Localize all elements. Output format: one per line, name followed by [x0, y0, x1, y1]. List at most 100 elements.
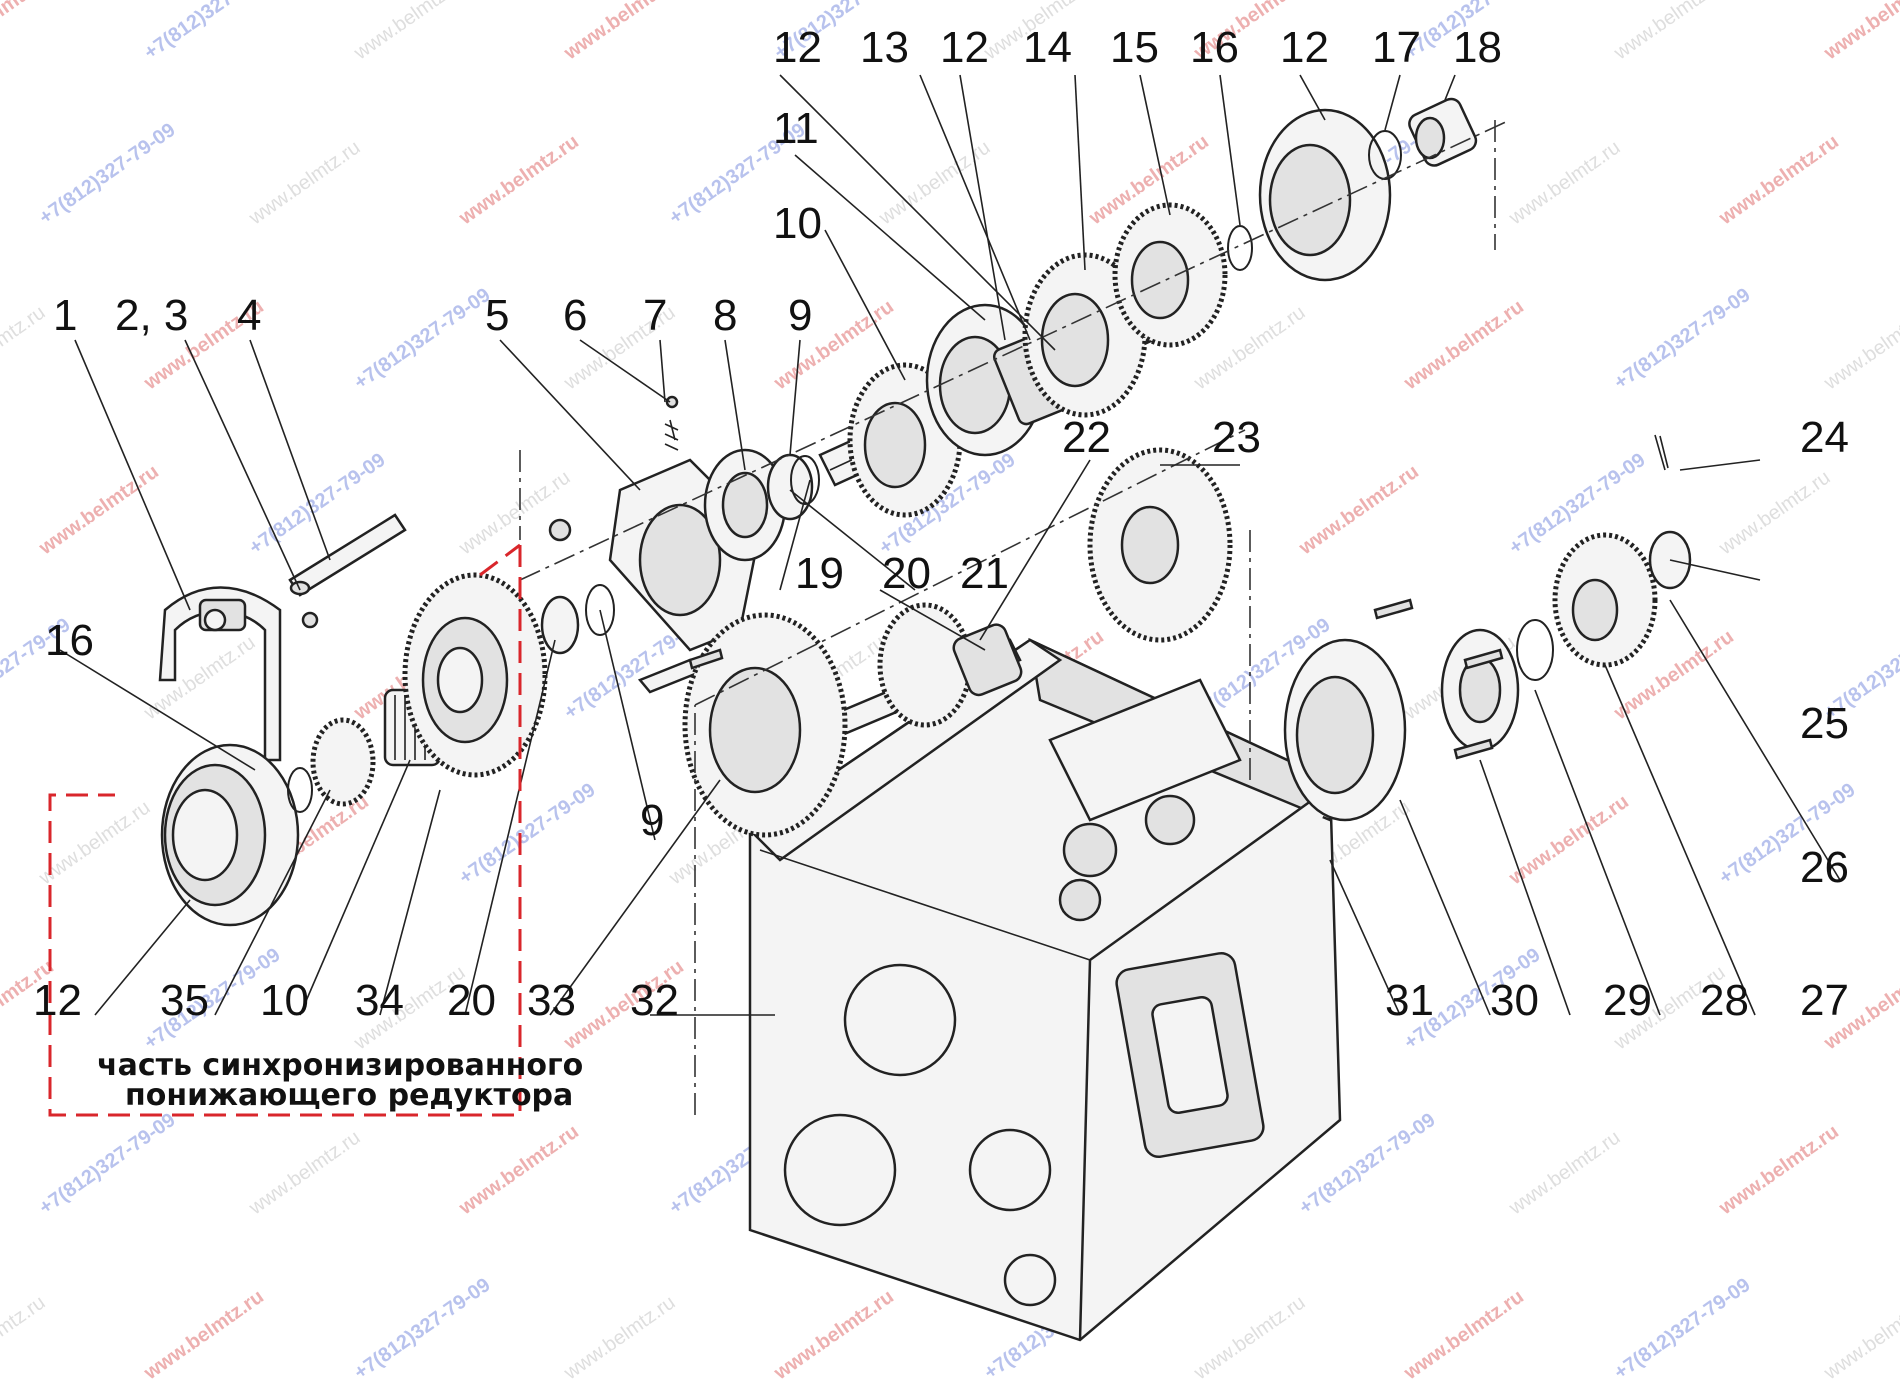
ring-28	[1516, 619, 1554, 681]
callout-label: 9	[640, 796, 664, 845]
retaining-ring-left	[287, 767, 313, 813]
callout-label: 29	[1603, 976, 1652, 1025]
callout-labels: 1 2, 3 4 5 6 7 8 9 10 11 12 13 12 14 15 …	[33, 23, 1849, 1025]
ring-gear-35	[310, 717, 376, 807]
callout-label: 31	[1385, 976, 1434, 1025]
callout-label: 18	[1453, 23, 1502, 72]
watermark-text: www.belmtz.ru	[0, 1291, 49, 1380]
callout-label: 32	[630, 976, 679, 1025]
watermark-text: www.belmtz.ru	[34, 461, 162, 560]
watermark-text: +7(812)327-79-09	[35, 1109, 179, 1219]
leader-lines	[59, 74, 1841, 1016]
callout-label: 17	[1372, 23, 1421, 72]
callout-label: 21	[960, 549, 1009, 598]
bolts	[688, 598, 1504, 760]
callout-label: 9	[788, 291, 812, 340]
watermark-text: www.belmtz.ru	[454, 466, 574, 559]
subassembly-caption-line1: часть синхронизированного	[97, 1048, 583, 1083]
ring-19	[766, 453, 814, 521]
gear-34	[402, 572, 548, 778]
callout-label: 30	[1490, 976, 1539, 1025]
subassembly-caption-line2: понижающего редуктора	[125, 1078, 573, 1113]
watermark-text: www.belmtz.ru	[559, 1291, 679, 1380]
synchronizer-hub-left	[160, 743, 300, 927]
watermark-text: www.belmtz.ru	[1189, 1291, 1309, 1380]
bevel-gear-27	[1552, 532, 1658, 668]
watermark-text: www.belmtz.ru	[244, 1126, 364, 1219]
watermark-text: +7(812)327-79-09	[1610, 1274, 1754, 1380]
watermark-text: www.belmtz.ru	[1504, 1126, 1624, 1219]
watermark-text: www.belmtz.ru	[0, 0, 58, 65]
watermark-text: www.belmtz.ru	[454, 1121, 582, 1220]
callout-label: 10	[773, 199, 822, 248]
washer-17	[1368, 130, 1402, 180]
callout-label: 12	[1280, 23, 1329, 72]
callout-label: 14	[1023, 23, 1072, 72]
callout-label: 15	[1110, 23, 1159, 72]
axis-upper	[694, 429, 1246, 706]
ring-20	[790, 455, 820, 505]
watermark-text: www.belmtz.ru	[139, 1286, 267, 1380]
watermark-text: www.belmtz.ru	[1504, 791, 1632, 890]
watermark-text: +7(812)327-79-09	[35, 119, 179, 229]
callout-label: 19	[795, 549, 844, 598]
watermark-text: www.belmtz.ru	[1714, 1121, 1842, 1220]
callout-label: 5	[485, 291, 509, 340]
callout-label: 1	[53, 291, 77, 340]
watermark-text: +7(812)327-79-09	[1610, 284, 1754, 394]
washer-20-left	[540, 595, 580, 655]
callout-label: 10	[260, 976, 309, 1025]
callout-label: 28	[1700, 976, 1749, 1025]
callout-label: 8	[713, 291, 737, 340]
retaining-ring-16	[1227, 225, 1253, 271]
watermark-text: www.belmtz.ru	[1714, 131, 1842, 230]
callout-label: 23	[1212, 413, 1261, 462]
callout-label: 2, 3	[115, 291, 188, 340]
callout-label: 12	[773, 23, 822, 72]
watermark-text: www.belmtz.ru	[1819, 0, 1900, 65]
fork-pin	[288, 513, 407, 597]
bearing-8	[703, 448, 787, 562]
watermark-text: +7(812)327-79-09	[350, 284, 494, 394]
callout-label: 26	[1800, 843, 1849, 892]
watermark-text: www.belmtz.ru	[349, 0, 469, 65]
gear-23	[1087, 447, 1233, 643]
axis-main	[519, 119, 1511, 581]
watermark-text: +7(812)327-79-09	[140, 0, 284, 64]
watermark-text: www.belmtz.ru	[1504, 136, 1624, 229]
callout-label: 34	[355, 976, 404, 1025]
callout-label: 35	[160, 976, 209, 1025]
watermark-text: www.belmtz.ru	[874, 136, 994, 229]
watermark-text: www.belmtz.ru	[769, 1286, 897, 1380]
callout-label: 25	[1800, 699, 1849, 748]
watermark-text: www.belmtz.ru	[1399, 296, 1527, 395]
watermark-text: www.belmtz.ru	[1819, 301, 1900, 394]
watermark-text: www.belmtz.ru	[1609, 0, 1729, 65]
callout-label: 24	[1800, 413, 1849, 462]
ball-7	[665, 395, 679, 409]
watermark-text: www.belmtz.ru	[559, 0, 687, 65]
cover-plate-31	[1283, 638, 1407, 822]
callout-label: 11	[773, 104, 819, 153]
circlip-33	[585, 584, 615, 636]
callout-label: 12	[33, 976, 82, 1025]
callout-label: 6	[563, 291, 587, 340]
fork-screw	[301, 611, 319, 629]
watermark-text: www.belmtz.ru	[1294, 461, 1422, 560]
gearbox-housing	[748, 637, 1342, 1342]
watermark-text: www.belmtz.ru	[244, 136, 364, 229]
watermark-text: www.belmtz.ru	[34, 796, 154, 889]
watermark-text: www.belmtz.ru	[454, 131, 582, 230]
watermark-text: www.belmtz.ru	[1714, 466, 1834, 559]
callout-label: 33	[527, 976, 576, 1025]
callout-label: 16	[45, 616, 94, 665]
callout-label: 27	[1800, 976, 1849, 1025]
callout-label: 22	[1062, 413, 1111, 462]
spring-6	[664, 419, 679, 451]
shift-fork	[158, 586, 282, 762]
gear-15	[1112, 202, 1228, 348]
callout-label: 20	[882, 549, 931, 598]
callout-label: 4	[237, 291, 261, 340]
